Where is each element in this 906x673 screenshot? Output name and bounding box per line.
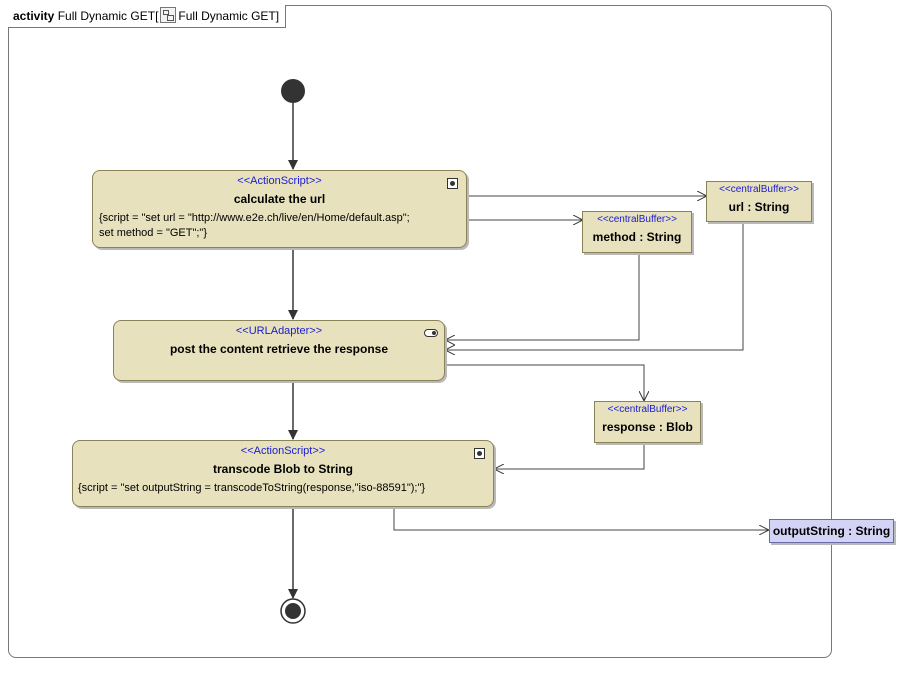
object-flow-url-post[interactable] xyxy=(446,222,744,350)
activity-frame xyxy=(8,5,832,658)
action-stereotype: <<URLAdapter>> xyxy=(235,325,323,337)
buffer-stereotype: <<centralBuffer>> xyxy=(597,214,677,225)
object-flow-transcode-output[interactable] xyxy=(393,508,768,530)
diagram-icon xyxy=(160,7,177,23)
object-flow-post-response[interactable] xyxy=(445,364,644,400)
action-stereotype: <<ActionScript>> xyxy=(240,445,326,457)
action-script: {script = "set url = "http://www.e2e.ch/… xyxy=(99,212,410,239)
action-script: {script = "set outputString = transcodeT… xyxy=(78,482,426,494)
buffer-name: url : String xyxy=(728,200,790,214)
central-buffer-method[interactable]: <<centralBuffer>> method : String xyxy=(582,211,692,253)
buffer-stereotype: <<centralBuffer>> xyxy=(719,184,799,195)
object-flow-method-post[interactable] xyxy=(446,253,640,340)
action-name: post the content retrieve the response xyxy=(169,342,389,356)
action-name: transcode Blob to String xyxy=(212,462,353,476)
central-buffer-url[interactable]: <<centralBuffer>> url : String xyxy=(706,181,812,222)
frame-kind: activity xyxy=(13,9,55,23)
activity-final-node-core xyxy=(285,603,301,619)
action-stereotype: <<ActionScript>> xyxy=(237,175,322,187)
frame-ref-name: Full Dynamic GET xyxy=(178,9,276,23)
central-buffer-response[interactable]: <<centralBuffer>> response : Blob xyxy=(594,401,701,443)
gear-icon xyxy=(447,178,458,189)
object-flow-response-transcode[interactable] xyxy=(495,443,645,469)
gear-icon xyxy=(474,448,485,459)
output-parameter[interactable]: outputString : String xyxy=(769,519,894,543)
action-post-content[interactable]: <<URLAdapter>> post the content retrieve… xyxy=(113,320,445,381)
buffer-stereotype: <<centralBuffer>> xyxy=(607,404,688,415)
buffer-name: response : Blob xyxy=(602,420,693,434)
initial-node[interactable] xyxy=(281,79,305,103)
action-calculate-url[interactable]: <<ActionScript>> calculate the url {scri… xyxy=(92,170,467,248)
frame-name: Full Dynamic GET xyxy=(57,9,156,23)
buffer-name: method : String xyxy=(592,230,682,244)
toggle-icon xyxy=(424,329,438,337)
action-name: calculate the url xyxy=(233,192,326,206)
action-transcode[interactable]: <<ActionScript>> transcode Blob to Strin… xyxy=(72,440,494,507)
frame-title-tab: activity Full Dynamic GET[Full Dynamic G… xyxy=(8,5,287,28)
